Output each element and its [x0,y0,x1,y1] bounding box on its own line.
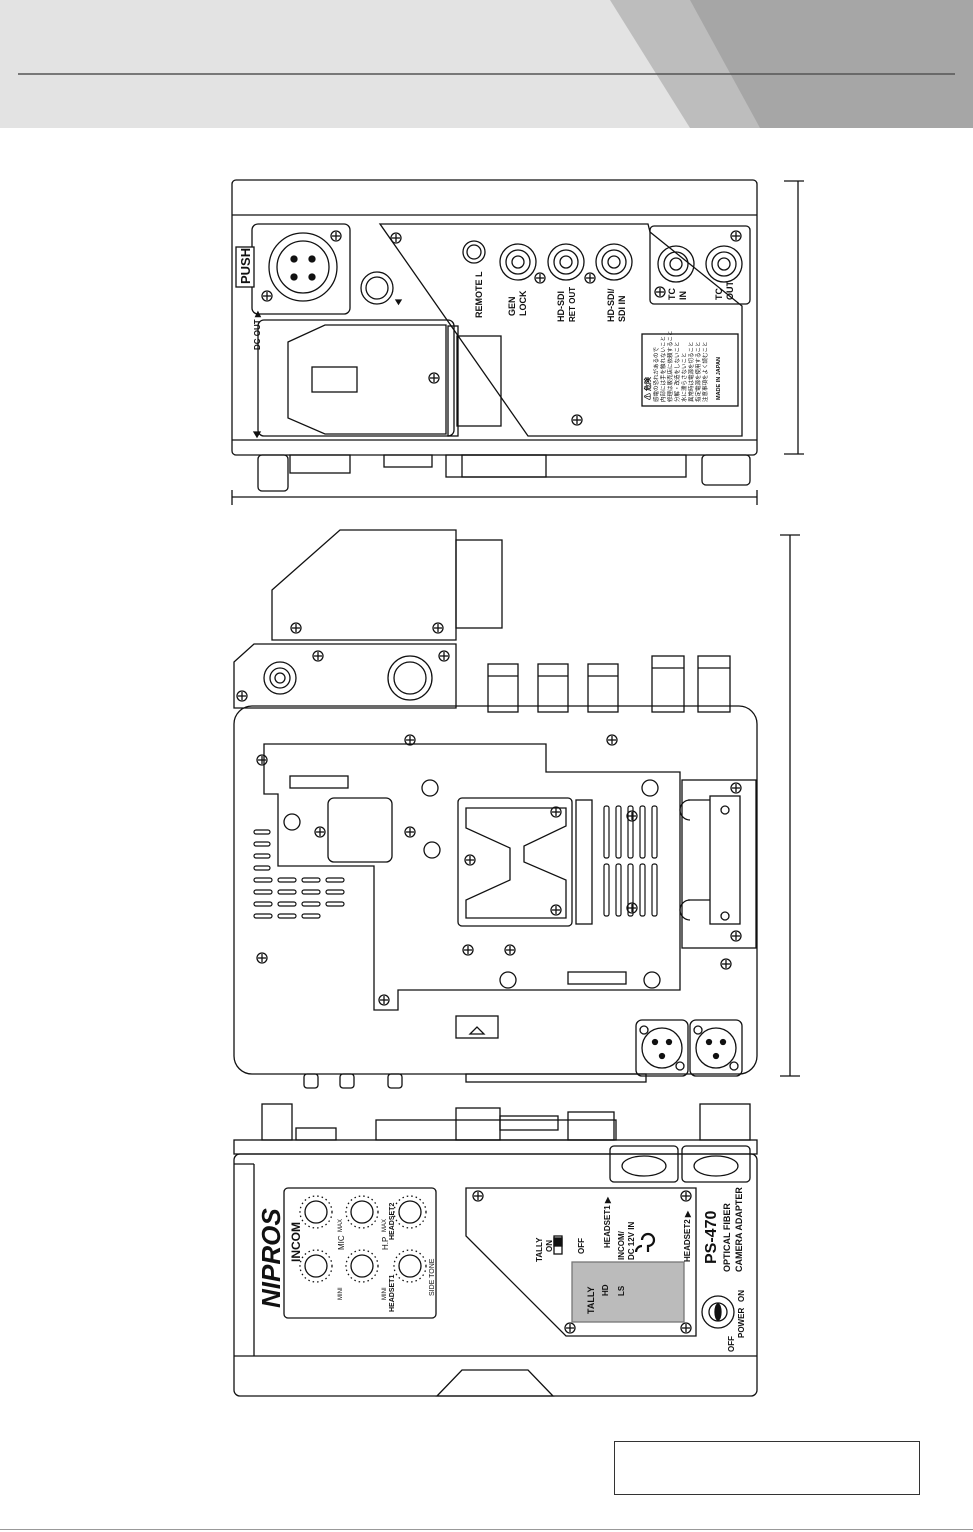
side-tone-label: SIDE TONE [429,1258,436,1296]
description-line2: CAMERA ADAPTER [734,1187,744,1272]
hdsdi-in-label-2: SDI IN [617,295,627,322]
tally-on-label: ON [545,1240,554,1252]
tc-in-label-2: IN [678,291,688,300]
mic-max-label: MAX [338,1219,344,1232]
tally-switch-label: TALLY [535,1237,544,1262]
description-line1: OPTICAL FIBER [722,1203,732,1272]
tc-in-label-1: TC [667,288,677,300]
hdsdi-ret-label-2: RET OUT [568,287,577,322]
tc-out-label-1: TC [714,288,724,300]
display-ls: LS [617,1285,626,1296]
genlock-label-1: GEN [507,296,517,316]
model-name: PS-470 [703,1211,720,1264]
tc-out-label-2: OUT [725,281,735,301]
tally-off-label: OFF [577,1238,586,1254]
hp-label: H.P [381,1237,390,1250]
svg-text:修理は販売店に依頼すること: 修理は販売店に依頼すること [666,330,674,402]
headset1-knob-label: HEADSET1 [389,1275,396,1312]
mic-min-label: MINI [338,1287,344,1300]
brand-logo: NIPROS [256,1208,286,1308]
power-label: POWER [737,1308,746,1338]
hdsdi-ret-label-1: HD-SDI [556,291,566,322]
headset2-knob-label: HEADSET2 [389,1203,396,1240]
hp-max-label: MAX [382,1219,388,1232]
svg-text:⚠ 危険: ⚠ 危険 [643,376,652,400]
svg-text:感電の恐れがあるので: 感電の恐れがあるので [652,346,660,402]
rear-view: PUSH DC OUT ▶ REMOTE L G [231,179,804,505]
page-header-band [0,0,973,128]
power-off-label: OFF [727,1336,736,1352]
headset1-port-label: HEADSET1 ▶ [603,1196,612,1248]
svg-text:指定電源を使用すること: 指定電源を使用すること [694,341,702,402]
svg-text:水に濡らさないこと: 水に濡らさないこと [680,352,688,402]
empty-caption-box [614,1441,920,1495]
power-on-label: ON [737,1290,746,1302]
svg-text:MADE IN JAPAN: MADE IN JAPAN [716,357,722,400]
incom-dc-label-1: INCOM/ [617,1230,626,1260]
push-label: PUSH [238,248,253,284]
incom-label: INCOM [289,1222,303,1262]
svg-text:異常時は電源を切ること: 異常時は電源を切ること [687,341,695,402]
hdsdi-in-label-1: HD-SDI/ [606,288,616,322]
svg-text:分解・改造をしないこと: 分解・改造をしないこと [673,341,681,402]
top-view [233,529,800,1089]
footer-rule [0,1529,973,1530]
remote-label: REMOTE L [474,271,484,318]
headset2-port-label: HEADSET2 ▶ [683,1210,692,1262]
svg-text:内部には手を触れないこと: 内部には手を触れないこと [659,336,667,402]
genlock-label-2: LOCK [518,290,528,316]
warning-label: ⚠ 危険 感電の恐れがあるので 内部には手を触れないこと 修理は販売店に依頼する… [643,330,722,402]
mic-label: MIC [337,1235,346,1250]
incom-dc-label-2: DC 12V IN [627,1222,636,1260]
front-view-labels: NIPROS INCOM MIC H.P MINI MAX MINI MAX H… [256,1187,746,1352]
front-view [233,1103,758,1397]
hp-min-label: MINI [382,1287,388,1300]
display-hd: HD [601,1284,610,1296]
display-tally: TALLY [586,1286,596,1314]
svg-text:注意事項をよく読むこと: 注意事項をよく読むこと [701,341,709,402]
